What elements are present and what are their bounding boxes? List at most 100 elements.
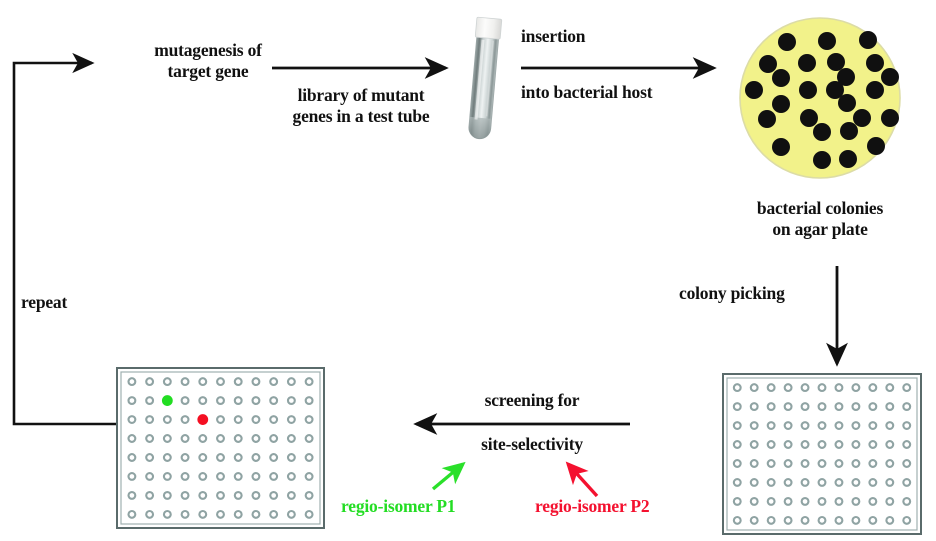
well	[800, 402, 810, 412]
well	[766, 402, 776, 412]
well	[902, 440, 912, 449]
well	[817, 459, 827, 468]
well	[198, 453, 208, 462]
well	[885, 515, 895, 525]
well	[800, 515, 810, 525]
well	[851, 478, 861, 487]
well	[251, 415, 261, 424]
well	[834, 440, 844, 449]
well	[180, 434, 190, 443]
well	[216, 415, 225, 424]
well	[269, 434, 279, 443]
well	[269, 453, 279, 462]
well	[180, 453, 190, 462]
well	[868, 421, 878, 430]
well	[269, 490, 279, 500]
insertion-line1-label: insertion	[521, 26, 586, 46]
well	[233, 377, 243, 387]
well	[732, 383, 742, 393]
well	[233, 396, 243, 406]
well-highlight	[197, 414, 209, 425]
colony-dots	[745, 31, 899, 169]
well	[749, 459, 759, 468]
well	[800, 496, 810, 506]
well	[304, 415, 314, 424]
agar-plate	[739, 17, 901, 179]
well	[233, 472, 243, 481]
well	[817, 496, 827, 506]
well-highlight	[161, 395, 173, 406]
repeat-loop-arrow	[12, 52, 117, 426]
well	[162, 472, 172, 481]
well	[269, 415, 279, 424]
well	[304, 396, 314, 406]
well	[198, 490, 208, 500]
well	[145, 415, 155, 424]
well	[269, 472, 279, 481]
well	[732, 496, 742, 506]
well	[216, 396, 225, 406]
well	[766, 515, 776, 525]
well	[834, 515, 844, 525]
well	[783, 496, 793, 506]
well	[286, 396, 296, 406]
well	[783, 459, 793, 468]
well	[766, 496, 776, 506]
well	[162, 415, 172, 424]
well	[749, 402, 759, 412]
well	[216, 377, 225, 387]
well	[162, 434, 172, 443]
well	[800, 421, 810, 430]
well	[127, 509, 137, 519]
well	[800, 459, 810, 468]
well	[783, 421, 793, 430]
well	[180, 396, 190, 406]
repeat-label: repeat	[21, 292, 68, 312]
well	[127, 434, 137, 443]
well	[233, 490, 243, 500]
well	[216, 472, 225, 481]
well	[233, 453, 243, 462]
well	[180, 377, 190, 387]
well	[198, 396, 208, 406]
well	[749, 478, 759, 487]
well	[868, 383, 878, 393]
well	[902, 478, 912, 487]
well	[145, 453, 155, 462]
well	[304, 434, 314, 443]
well	[800, 440, 810, 449]
microplate-right	[722, 373, 922, 535]
test-tube-icon	[468, 16, 503, 140]
well	[868, 459, 878, 468]
well	[145, 396, 155, 406]
well	[127, 453, 137, 462]
well	[783, 402, 793, 412]
regio-p2-arrow	[565, 461, 599, 498]
well	[732, 440, 742, 449]
colonies-line2: on agar plate	[772, 218, 868, 239]
well	[749, 515, 759, 525]
well	[732, 421, 742, 430]
well	[868, 402, 878, 412]
well	[749, 440, 759, 449]
well	[783, 383, 793, 393]
well	[251, 472, 261, 481]
well	[269, 396, 279, 406]
well	[127, 472, 137, 481]
well	[902, 421, 912, 430]
well	[233, 434, 243, 443]
well	[902, 515, 912, 525]
well	[286, 453, 296, 462]
well	[834, 478, 844, 487]
well	[817, 440, 827, 449]
well	[216, 509, 225, 519]
well	[783, 515, 793, 525]
well	[817, 478, 827, 487]
well	[902, 402, 912, 412]
well	[732, 459, 742, 468]
mutagenesis-line2: target gene	[167, 60, 249, 81]
well	[162, 453, 172, 462]
well	[732, 515, 742, 525]
well	[851, 402, 861, 412]
